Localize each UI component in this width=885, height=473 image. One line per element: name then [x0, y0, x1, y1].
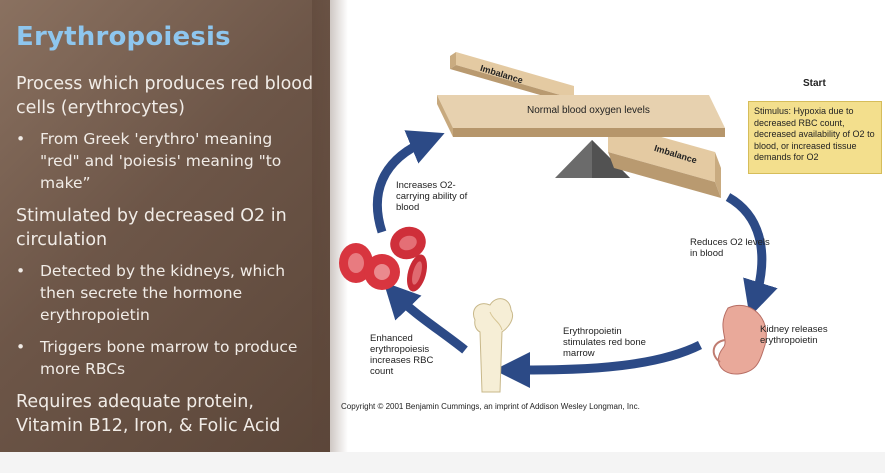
stimulus-box: Stimulus: Hypoxia due to decreased RBC c…: [748, 101, 882, 174]
bullet-greek-origin: • From Greek 'erythro' meaning "red" and …: [16, 128, 316, 194]
kidney-label: Kidney releases erythropoietin: [760, 324, 828, 346]
red-blood-cells: [339, 226, 427, 292]
point-stimulated: Stimulated by decreased O2 in circulatio…: [16, 206, 287, 250]
imbalance-plank-upper: [450, 52, 574, 103]
bone-illustration: [473, 298, 514, 393]
arrow-to-marrow: [494, 340, 703, 388]
arrow-to-balance: [372, 130, 445, 234]
text-panel: Erythropoiesis Process which produces re…: [0, 0, 348, 452]
bullet-text: From Greek 'erythro' meaning "red" and '…: [40, 130, 282, 192]
bullet-dot: •: [16, 262, 26, 280]
bullet-text: Detected by the kidneys, which then secr…: [40, 262, 286, 324]
bullet-bone-marrow: • Triggers bone marrow to produce more RB…: [16, 336, 316, 380]
stimulates-label: Erythropoietin stimulates red bone marro…: [563, 326, 646, 359]
bullet-kidneys: • Detected by the kidneys, which then sec…: [16, 260, 316, 326]
normal-level-beam: [437, 95, 725, 137]
slide-content: Process which produces red blood cells (…: [16, 72, 316, 446]
diagram-graphics: [339, 52, 778, 393]
copyright-notice: Copyright © 2001 Benjamin Cummings, an i…: [341, 402, 640, 411]
enhanced-label: Enhanced erythropoiesis increases RBC co…: [370, 333, 434, 377]
point-requirements: Requires adequate protein, Vitamin B12, …: [16, 392, 281, 436]
erythropoiesis-diagram: Imbalance Imbalance Normal blood oxygen …: [330, 0, 885, 452]
kidney-illustration: [712, 304, 767, 375]
slide-title: Erythropoiesis: [16, 22, 231, 52]
increases-label: Increases O2- carrying ability of blood: [396, 180, 468, 213]
normal-level-label: Normal blood oxygen levels: [527, 105, 650, 116]
point-process: Process which produces red blood cells (…: [16, 74, 314, 118]
arrow-to-rbc: [383, 281, 468, 354]
reduces-label: Reduces O2 levels in blood: [690, 237, 770, 259]
start-label: Start: [803, 78, 826, 89]
bottom-strip: [0, 452, 885, 473]
arrow-to-kidney: [725, 193, 778, 318]
bullet-text: Triggers bone marrow to produce more RBC…: [40, 338, 298, 378]
bullet-dot: •: [16, 338, 26, 356]
bullet-dot: •: [16, 130, 26, 148]
